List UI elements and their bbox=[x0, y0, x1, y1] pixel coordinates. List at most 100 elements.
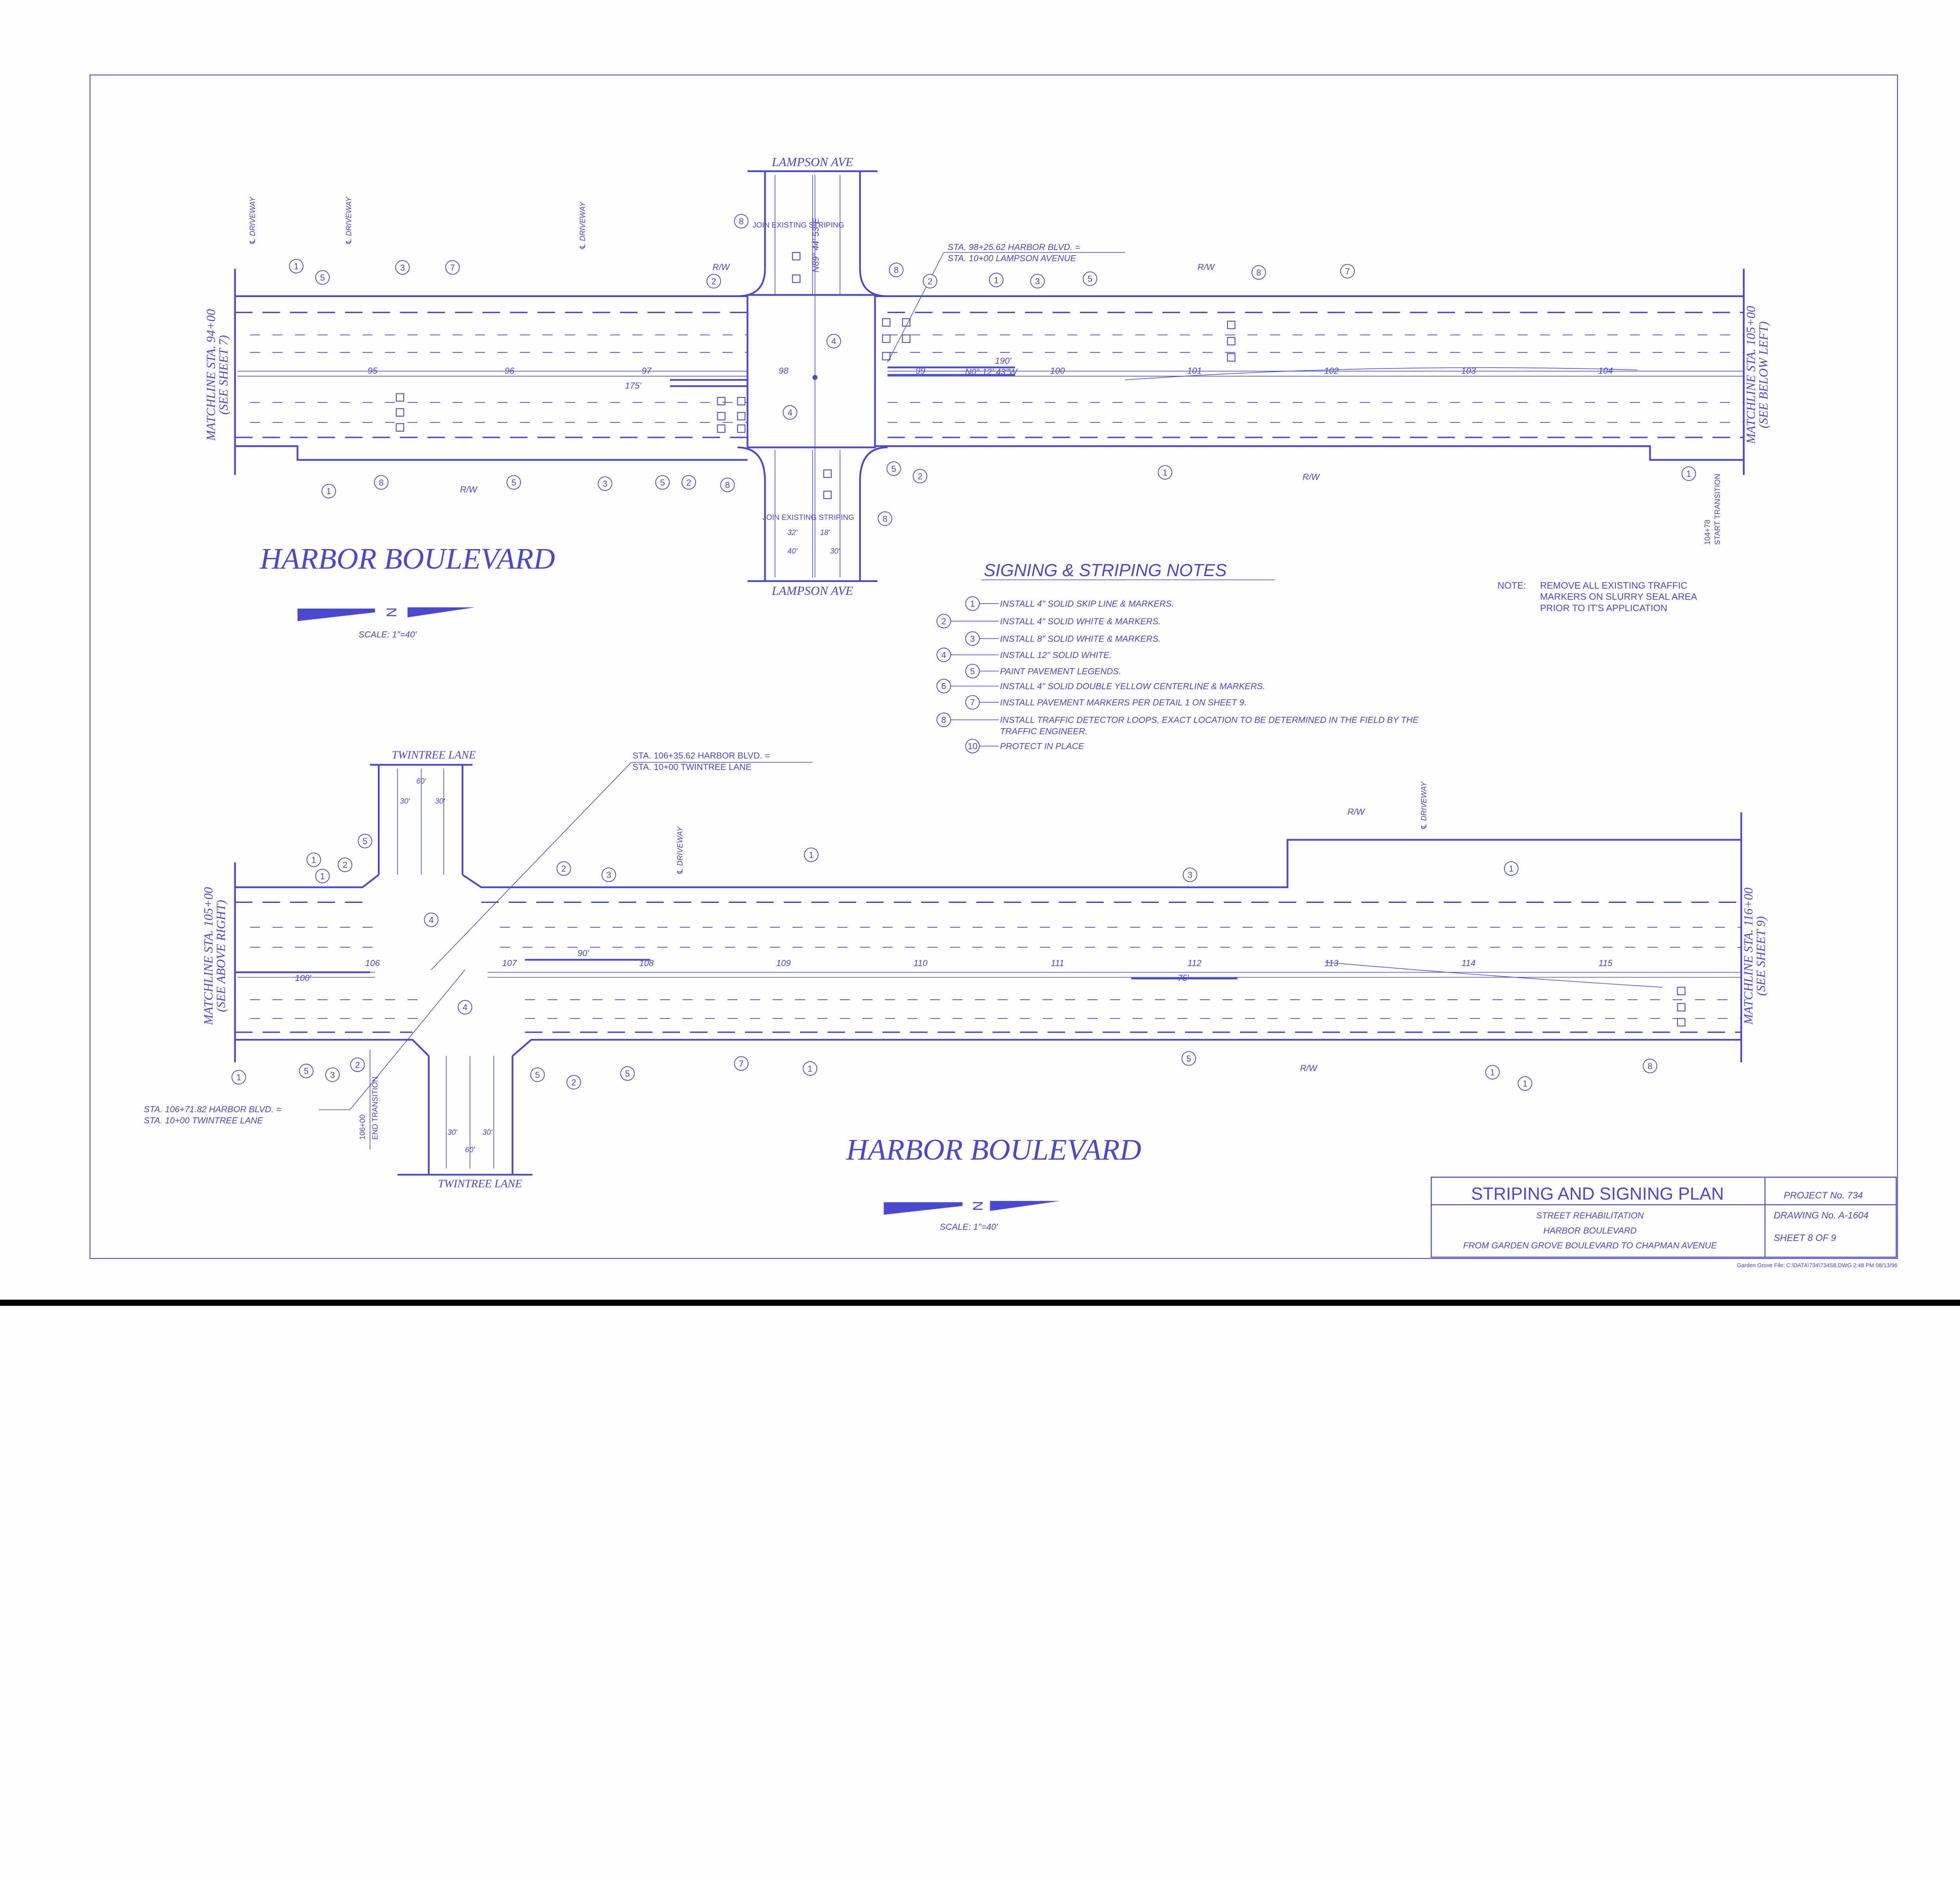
station-label: 96 bbox=[505, 366, 514, 375]
callout-marker: 1 bbox=[804, 847, 819, 862]
callout-marker: 3 bbox=[395, 260, 410, 275]
dim-twintree: 30' bbox=[400, 797, 410, 805]
callout-number: 3 bbox=[606, 870, 611, 880]
bottom-row-line-south bbox=[235, 1039, 1741, 1057]
note-text: PROTECT IN PLACE bbox=[1000, 741, 1085, 751]
station-label: 104 bbox=[1598, 366, 1613, 375]
dim-lampson-40: 40' bbox=[788, 547, 798, 556]
drawing-sheet: LAMPSON AVE LAMPSON AVE JOIN EXISTING ST… bbox=[0, 74, 1960, 1306]
station-equation-point bbox=[812, 375, 818, 380]
callout-marker: 2 bbox=[350, 1057, 365, 1072]
callout-marker: 1 bbox=[306, 852, 321, 867]
callout-number: 1 bbox=[994, 275, 998, 285]
detector-loops bbox=[1677, 987, 1686, 1027]
callout-marker: 1 bbox=[231, 1070, 246, 1085]
lampson-curb-west bbox=[737, 171, 766, 581]
callout-marker: 8 bbox=[374, 475, 389, 490]
callout-circle bbox=[424, 912, 439, 927]
callout-marker: 8 bbox=[878, 511, 893, 526]
general-note-line: MARKERS ON SLURRY SEAL AREA bbox=[1540, 592, 1697, 602]
project-number: PROJECT No. 734 bbox=[1784, 1190, 1863, 1201]
note-number: 6 bbox=[941, 682, 946, 691]
note-number-marker: 4 bbox=[936, 647, 951, 662]
callout-number: 3 bbox=[1035, 276, 1040, 286]
callout-marker: 1 bbox=[989, 272, 1004, 287]
callout-circle bbox=[804, 847, 819, 862]
callout-marker: 2 bbox=[922, 274, 937, 288]
callout-marker: 5 bbox=[506, 475, 521, 490]
dim-175: 175' bbox=[625, 381, 641, 391]
bottom-row-line-north bbox=[235, 839, 1741, 888]
callout-circle bbox=[338, 857, 352, 872]
callout-number: 5 bbox=[1186, 1054, 1191, 1064]
callout-circle bbox=[720, 477, 735, 492]
callout-marker: 4 bbox=[782, 405, 797, 420]
callout-circle bbox=[734, 214, 749, 228]
sheet-number: SHEET 8 OF 9 bbox=[1774, 1233, 1836, 1243]
start-transition-label: START TRANSITION bbox=[1714, 474, 1722, 545]
callout-circle bbox=[1251, 265, 1266, 280]
station-label: 101 bbox=[1187, 366, 1202, 375]
file-footer: Garden Grove File: C:\DATA\734\734S8.DWG… bbox=[1737, 1262, 1898, 1269]
note-number: 5 bbox=[970, 666, 975, 676]
scale-label-bottom: SCALE: 1"=40' bbox=[940, 1222, 998, 1232]
callout-marker: 7 bbox=[445, 260, 460, 275]
title-line: FROM GARDEN GROVE BOULEVARD TO CHAPMAN A… bbox=[1463, 1241, 1717, 1251]
drawing-number: DRAWING No. A-1604 bbox=[1774, 1210, 1869, 1221]
station-equation-twintree-3: STA. 106+71.82 HARBOR BLVD. = bbox=[144, 1104, 281, 1114]
intersection-box bbox=[746, 294, 876, 448]
north-label: N bbox=[970, 1201, 985, 1211]
station-label: 106 bbox=[365, 958, 380, 968]
callout-number: 8 bbox=[379, 478, 383, 488]
callout-circle bbox=[889, 263, 904, 277]
callout-marker: 3 bbox=[1183, 867, 1198, 882]
callout-circle bbox=[655, 475, 670, 490]
station-label: 98 bbox=[779, 366, 788, 375]
callout-marker: 4 bbox=[457, 1000, 472, 1015]
callout-marker: 5 bbox=[530, 1067, 545, 1082]
station-label: 111 bbox=[1051, 958, 1064, 968]
callout-circle bbox=[556, 861, 571, 876]
callout-circle bbox=[395, 260, 410, 275]
callout-marker: 1 bbox=[1517, 1076, 1532, 1091]
callout-marker: 5 bbox=[655, 475, 670, 490]
callout-circle bbox=[306, 852, 321, 867]
matchline-label-bottom-left: MATCHLINE STA. 105+00 bbox=[201, 887, 215, 1025]
callout-number: 1 bbox=[236, 1073, 241, 1082]
dim-twintree: 30' bbox=[435, 797, 445, 805]
detector-loops bbox=[396, 252, 1236, 499]
station-equation-leader bbox=[319, 762, 813, 1110]
station-label: 102 bbox=[1324, 366, 1339, 375]
callout-number: 5 bbox=[511, 478, 516, 488]
callout-number: 2 bbox=[927, 276, 932, 286]
north-arrow-icon bbox=[297, 608, 375, 621]
callout-number: 3 bbox=[1187, 870, 1192, 880]
callout-number: 5 bbox=[660, 478, 665, 488]
callout-circle bbox=[289, 259, 304, 274]
lampson-curb-east bbox=[859, 171, 888, 581]
callout-number: 5 bbox=[1087, 274, 1092, 284]
callout-circle bbox=[1183, 867, 1198, 882]
callout-number: 7 bbox=[1345, 266, 1350, 276]
callout-marker: 3 bbox=[601, 867, 616, 882]
matchline-note-bottom-left: (SEE ABOVE RIGHT) bbox=[214, 900, 228, 1012]
callout-circle bbox=[1158, 465, 1172, 480]
row-label: R/W bbox=[1347, 807, 1365, 817]
callout-circle bbox=[530, 1067, 545, 1082]
callout-number: 5 bbox=[625, 1069, 630, 1079]
callout-circle bbox=[913, 469, 927, 484]
twintree-south-curbs bbox=[397, 1056, 533, 1176]
dim-lampson-18: 18' bbox=[820, 529, 830, 537]
general-note-line: PRIOR TO IT'S APPLICATION bbox=[1540, 603, 1668, 613]
callout-circle bbox=[597, 476, 612, 491]
callout-number: 3 bbox=[603, 479, 607, 489]
